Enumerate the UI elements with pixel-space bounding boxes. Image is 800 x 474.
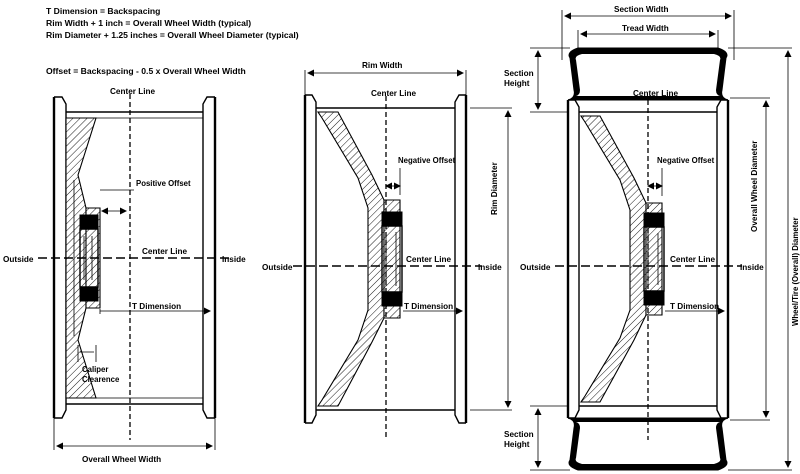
middle-rim-width-label: Rim Width — [362, 61, 402, 70]
right-wheel-tire-diameter-label: Wheel/Tire (Overall) Diameter — [791, 217, 800, 326]
formula-rim-diameter: Rim Diameter + 1.25 inches = Overall Whe… — [46, 30, 299, 40]
middle-center-line-mid-label: Center Line — [406, 255, 451, 264]
formula-rim-width: Rim Width + 1 inch = Overall Wheel Width… — [46, 18, 252, 28]
right-height-label-bottom: Height — [504, 440, 530, 449]
left-clearence-label: Clearence — [82, 375, 120, 384]
middle-negative-offset-label: Negative Offset — [398, 156, 456, 165]
left-outside-label: Outside — [3, 255, 34, 264]
middle-center-line-label: Center Line — [371, 89, 416, 98]
left-inside-label: Inside — [222, 255, 246, 264]
right-t-dimension-label: T Dimension — [670, 302, 719, 311]
right-center-line-label: Center Line — [633, 89, 678, 98]
formula-offset: Offset = Backspacing - 0.5 x Overall Whe… — [46, 66, 246, 76]
formula-t-dimension: T Dimension = Backspacing — [46, 6, 161, 16]
right-section-label-top: Section — [504, 69, 534, 78]
right-section-width-label: Section Width — [614, 5, 669, 14]
middle-rim-diameter-label: Rim Diameter — [490, 161, 499, 215]
middle-wheel-spokes — [316, 111, 385, 407]
middle-inside-label: Inside — [478, 263, 502, 272]
right-overall-wheel-diameter-label: Overall Wheel Diameter — [750, 140, 759, 232]
left-wheel — [38, 94, 232, 450]
middle-wheel — [293, 69, 512, 440]
right-wheel-spokes — [579, 115, 647, 403]
left-caliper-label: Caliper — [82, 365, 108, 374]
left-wheel-hub-upper — [79, 214, 99, 230]
right-inside-label: Inside — [740, 263, 764, 272]
right-wheel-with-tire — [530, 10, 792, 471]
left-center-line-mid-label: Center Line — [142, 247, 187, 256]
right-outside-label: Outside — [520, 263, 551, 272]
right-section-label-bottom: Section — [504, 430, 534, 439]
left-center-line-label: Center Line — [110, 87, 155, 96]
left-overall-wheel-width-label: Overall Wheel Width — [82, 455, 161, 464]
right-center-line-mid-label: Center Line — [670, 255, 715, 264]
right-negative-offset-label: Negative Offset — [657, 156, 715, 165]
left-positive-offset-label: Positive Offset — [136, 179, 191, 188]
left-t-dimension-label: T Dimension — [132, 302, 181, 311]
right-tread-width-label: Tread Width — [622, 24, 669, 33]
middle-outside-label: Outside — [262, 263, 293, 272]
right-height-label-top: Height — [504, 79, 530, 88]
middle-t-dimension-label: T Dimension — [404, 302, 453, 311]
